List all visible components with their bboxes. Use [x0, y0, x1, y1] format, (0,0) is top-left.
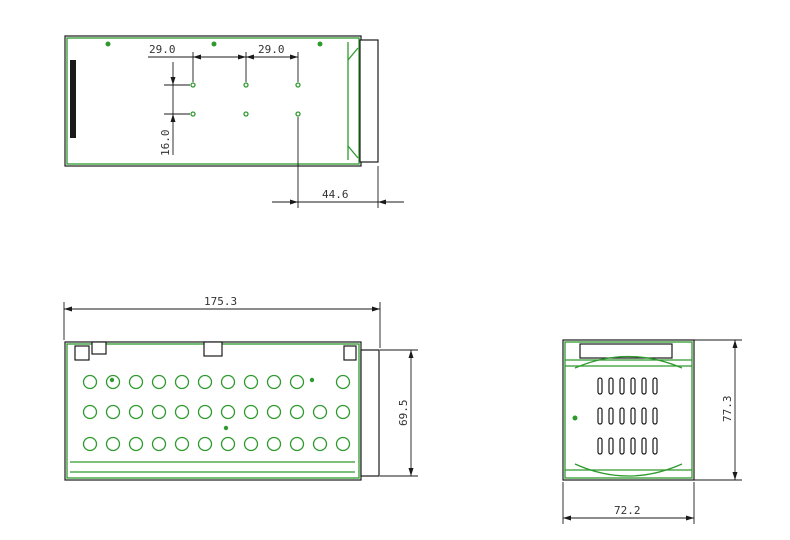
vent-slot [597, 407, 603, 425]
vent-hole [197, 374, 213, 390]
vent-hole [151, 374, 167, 390]
side-view-vent-holes [82, 374, 351, 452]
vent-slot [597, 377, 603, 395]
top-view-hole [190, 82, 196, 88]
vent-hole [82, 374, 98, 390]
end-view: 77.3 72.2 [562, 339, 742, 524]
vent-hole [105, 374, 121, 390]
dim-top-spacing-right: 29.0 [258, 43, 285, 56]
vent-hole [335, 404, 351, 420]
vent-hole [266, 404, 282, 420]
dim-top-spacing-left: 29.0 [149, 43, 176, 56]
vent-hole [243, 436, 259, 452]
vent-slot [641, 377, 647, 395]
vent-slot [652, 407, 658, 425]
vent-hole [266, 436, 282, 452]
small-hole [309, 377, 315, 383]
vent-hole [220, 374, 236, 390]
top-view-hole [295, 82, 301, 88]
vent-hole [197, 404, 213, 420]
vent-slot [608, 407, 614, 425]
dim-end-width: 72.2 [614, 504, 641, 517]
vent-hole [335, 374, 351, 390]
top-view-side-strip [70, 60, 76, 138]
vent-hole [174, 436, 190, 452]
vent-hole [312, 404, 328, 420]
vent-hole [128, 374, 144, 390]
top-view-hole [190, 111, 196, 117]
vent-hole [128, 404, 144, 420]
vent-hole [243, 374, 259, 390]
top-view-hole [211, 41, 217, 47]
vent-hole [151, 404, 167, 420]
vent-slot [630, 437, 636, 455]
vent-slot [608, 377, 614, 395]
vent-hole [335, 436, 351, 452]
vent-hole [174, 374, 190, 390]
vent-slot [619, 437, 625, 455]
vent-hole [128, 436, 144, 452]
vent-slot [652, 437, 658, 455]
vent-slot [608, 437, 614, 455]
vent-slot [630, 377, 636, 395]
vent-slot [597, 437, 603, 455]
small-hole [109, 377, 115, 383]
end-view-top-connector [579, 343, 673, 359]
dim-side-height: 69.5 [397, 400, 410, 427]
top-view-hole [317, 41, 323, 47]
vent-hole [197, 436, 213, 452]
dim-end-height: 77.3 [721, 396, 734, 423]
side-view-bracket [343, 345, 357, 361]
vent-hole [289, 404, 305, 420]
vent-hole [82, 436, 98, 452]
end-view-vent-slots [597, 377, 658, 455]
vent-slot [652, 377, 658, 395]
vent-hole [105, 436, 121, 452]
vent-slot [641, 407, 647, 425]
vent-hole [220, 436, 236, 452]
side-view-bracket [74, 345, 90, 361]
end-view-hole [572, 415, 578, 421]
vent-hole [266, 374, 282, 390]
side-view: 175.3 69.5 [63, 295, 418, 481]
vent-slot [641, 437, 647, 455]
vent-hole [105, 404, 121, 420]
top-view-hole [295, 111, 301, 117]
vent-hole [312, 436, 328, 452]
vent-hole [174, 404, 190, 420]
vent-slot [630, 407, 636, 425]
top-view-hole [243, 111, 249, 117]
top-view-hole [105, 41, 111, 47]
top-view-hole [243, 82, 249, 88]
vent-hole [289, 436, 305, 452]
vent-hole [151, 436, 167, 452]
dim-length: 175.3 [204, 295, 237, 308]
small-hole [223, 425, 229, 431]
side-view-bracket [203, 341, 223, 357]
dim-top-vertical: 16.0 [159, 130, 172, 157]
side-view-bracket [91, 341, 107, 355]
vent-hole [289, 374, 305, 390]
vent-slot [619, 377, 625, 395]
dim-top-offset: 44.6 [322, 188, 349, 201]
vent-slot [619, 407, 625, 425]
vent-hole [220, 404, 236, 420]
vent-hole [243, 404, 259, 420]
vent-hole [82, 404, 98, 420]
top-view: 29.0 29.0 16.0 44.6 [64, 35, 404, 208]
